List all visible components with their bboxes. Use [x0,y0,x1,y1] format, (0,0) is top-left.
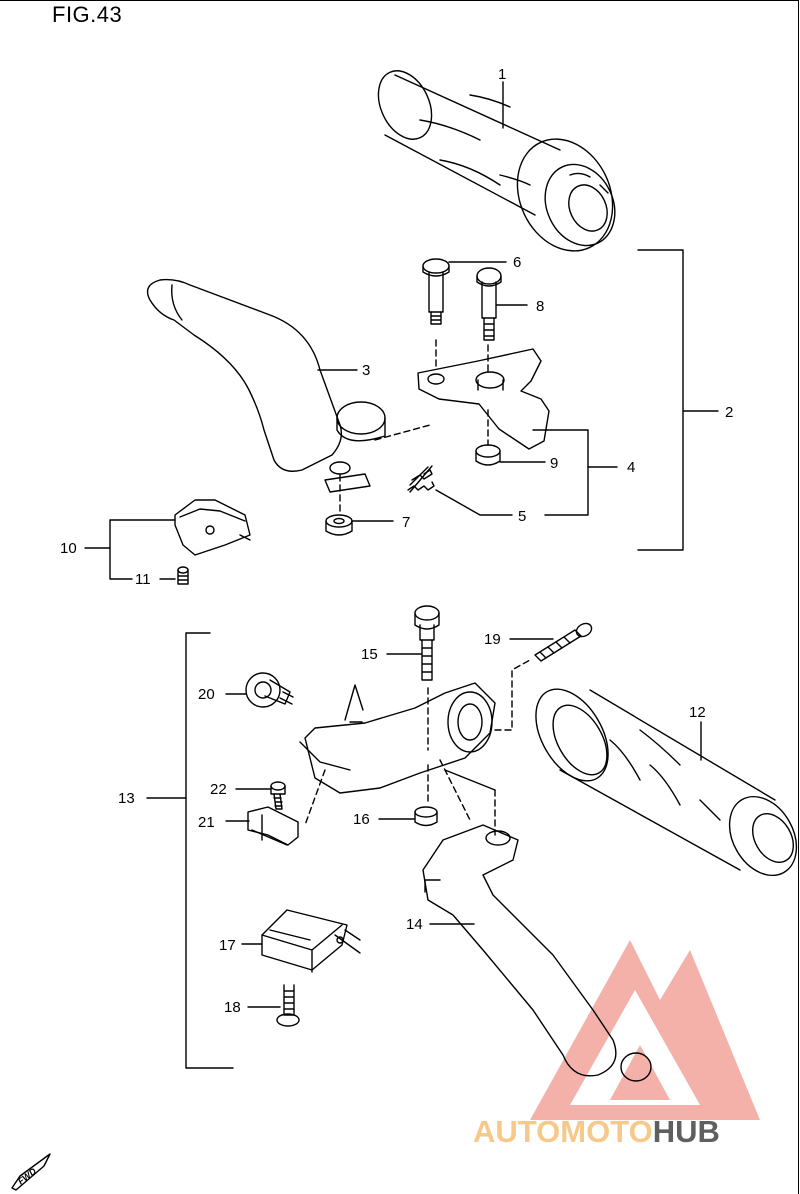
callout-1: 1 [498,66,506,83]
frame-right-border [798,0,799,1194]
watermark-triangle-core [610,1045,670,1100]
figure-title: FIG.43 [52,2,123,27]
callout-12: 12 [689,704,706,721]
bracket-2 [637,249,684,551]
callout-8: 8 [536,298,544,315]
callout-17: 17 [219,937,236,954]
watermark-text-part1: AUTOMOTO [473,1114,653,1149]
callout-2: 2 [725,404,733,421]
axis-14 [439,759,471,821]
callout-3: 3 [362,362,370,379]
switch-10-drawing [174,499,251,556]
watermark-text: AUTOMOTOHUB [473,1114,720,1149]
watermark-triangle-inner [570,990,700,1105]
bolt-8-drawing [476,267,502,341]
callout-5: 5 [518,508,526,525]
screw-19-drawing [534,622,593,662]
callout-16: 16 [353,811,370,828]
bracket-10 [109,519,176,580]
callout-19: 19 [484,631,501,648]
bolt-15-drawing [414,605,440,681]
leader-5 [435,489,513,516]
nut-9-drawing [475,444,501,466]
frame-top-border [0,0,798,1]
screw-11-drawing [177,566,189,585]
watermark-text-part2: HUB [653,1114,720,1149]
bolt-6-drawing [422,258,450,325]
screw-22-drawing [270,781,286,810]
brake-lever-drawing [422,824,652,1082]
callout-9: 9 [550,455,558,472]
bracket-4 [532,429,589,516]
callout-22: 22 [210,781,227,798]
screw-18-drawing [276,984,300,1027]
plate-21-drawing [247,806,299,846]
spring-5-drawing [407,465,435,493]
axis-lever-pivot [374,424,431,441]
callout-4: 4 [627,459,635,476]
clutch-lever-drawing [146,278,386,493]
callout-11: 11 [135,571,151,588]
watermark-logo: AUTOMOTOHUB [473,940,760,1149]
switch-17-drawing [261,909,361,973]
throttle-grip-drawing [377,70,616,252]
callout-15: 15 [361,646,378,663]
axis-21 [304,769,326,826]
nut-16-drawing [414,806,438,827]
axis-14c [444,769,496,791]
nut-7-drawing [325,514,353,536]
fwd-direction-badge: FWD [11,1153,51,1191]
left-grip-drawing [535,688,798,877]
callout-20: 20 [198,686,215,703]
callout-21: 21 [198,814,215,831]
callout-7: 7 [402,514,410,531]
callout-14: 14 [406,916,423,933]
callout-6: 6 [513,254,521,271]
lever-holder-drawing [417,348,550,450]
callout-labels: 1 2 3 4 5 6 7 8 9 10 11 12 13 14 15 16 1… [60,66,733,1016]
lever-bracket-drawing [299,682,496,794]
callout-10: 10 [60,540,77,557]
callout-18: 18 [224,999,241,1016]
bracket-13 [185,632,234,1069]
callout-13: 13 [118,790,135,807]
clamp-20-drawing [245,672,294,708]
axis-19 [494,659,531,731]
